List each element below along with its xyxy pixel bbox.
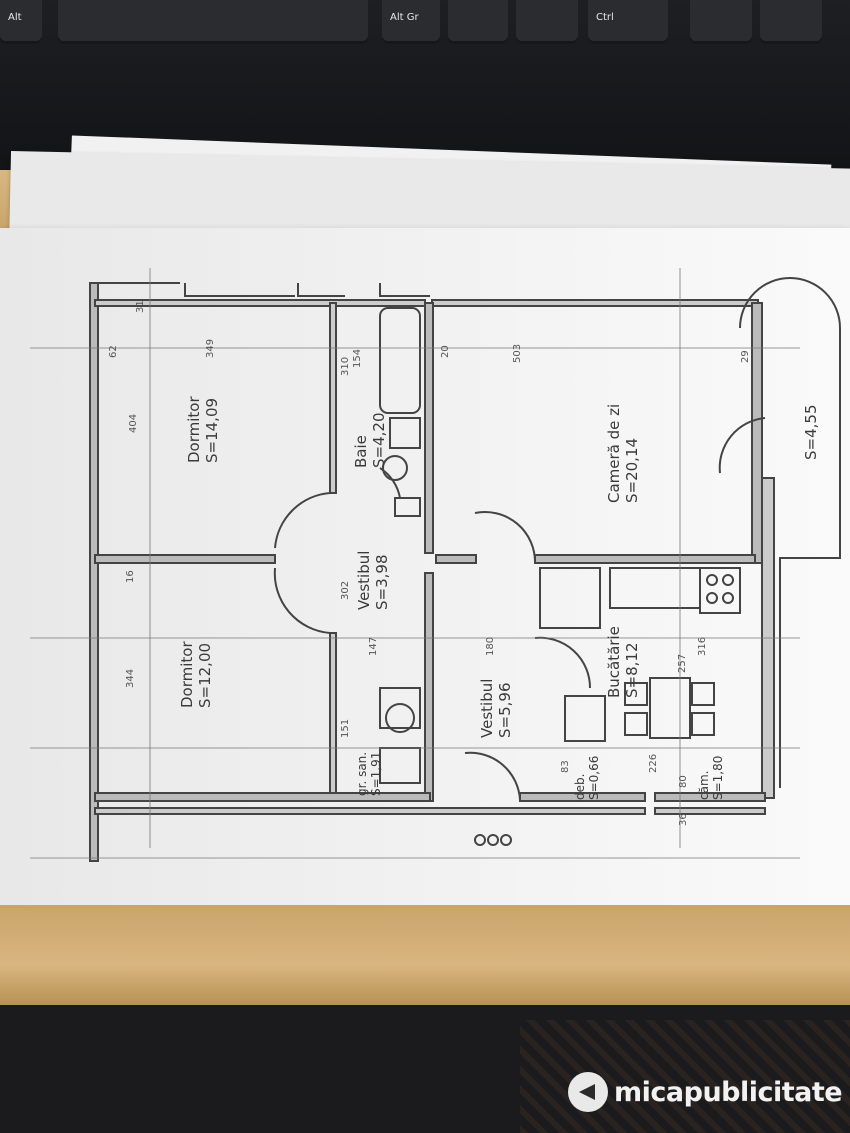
arrow-up-key (760, 0, 822, 44)
room-toilet: gr. san.S=1,91 (355, 751, 383, 796)
watermark: micapublicitate (568, 1072, 843, 1112)
dimension-label: 20 (440, 345, 451, 358)
dimension-label: 80 (678, 775, 689, 788)
alt-gr-key: Alt Gr (382, 0, 440, 44)
dimension-label: 226 (648, 753, 659, 773)
dimension-label: 310 (340, 356, 351, 376)
dimension-label: 180 (485, 636, 496, 656)
dimension-label: 154 (352, 348, 363, 368)
dimension-label: 344 (125, 668, 136, 688)
desk (0, 905, 850, 1005)
room-storage: deb.S=0,66 (573, 755, 601, 800)
dimension-label: 62 (108, 345, 119, 358)
alt-key: Alt (0, 0, 42, 44)
dimension-label: 31 (135, 300, 146, 313)
dimension-label: 147 (368, 636, 379, 656)
dimension-label: 29 (740, 350, 751, 363)
dimension-label: 16 (125, 570, 136, 583)
dimension-label: 349 (205, 338, 216, 358)
menu-key (516, 0, 578, 44)
floor-plan-drawing (0, 228, 850, 910)
dimension-label: 151 (340, 718, 351, 738)
space-key (58, 0, 368, 44)
dimension-label: 302 (340, 580, 351, 600)
dimension-label: 316 (697, 636, 708, 656)
room-pantry: căm.S=1,80 (697, 755, 725, 800)
room-balcony: S=4,55 (802, 404, 820, 461)
dimension-label: 36 (678, 813, 689, 826)
dimension-label: 404 (128, 413, 139, 433)
dimension-label: 257 (677, 653, 688, 673)
ctrl-key: Ctrl (588, 0, 668, 44)
dimension-label: 83 (560, 760, 571, 773)
megaphone-icon (568, 1072, 608, 1112)
dimension-label: 503 (512, 343, 523, 363)
watermark-text: micapublicitate (614, 1076, 843, 1108)
windows-key (448, 0, 508, 44)
arrow-left-key (690, 0, 752, 44)
